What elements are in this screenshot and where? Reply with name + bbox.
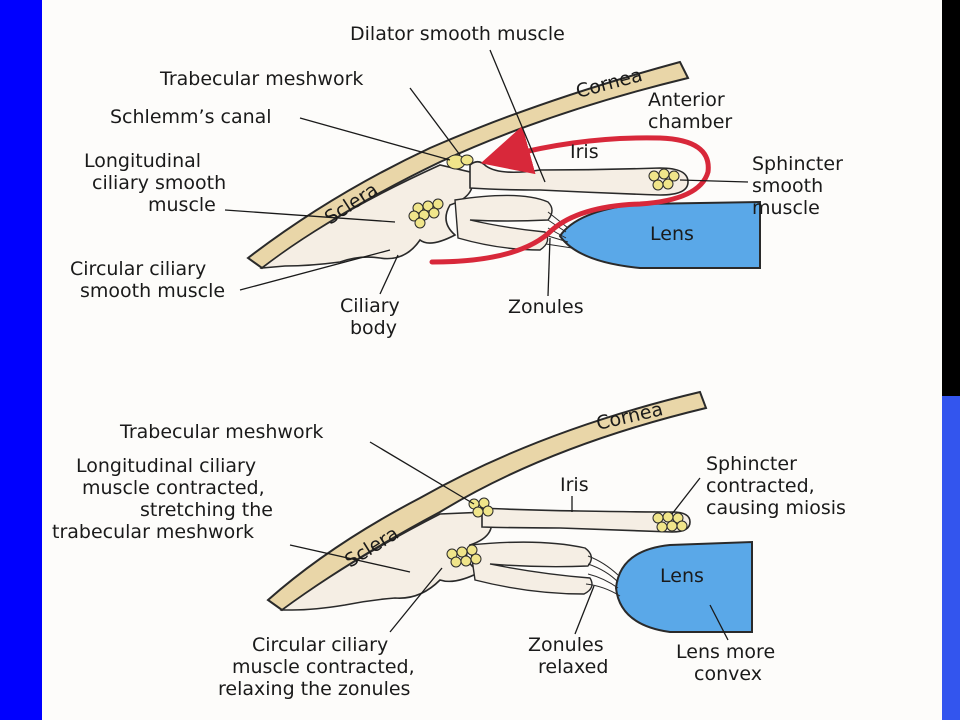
bottom-iris xyxy=(481,507,691,533)
right-black-border xyxy=(942,0,960,396)
top-sclera-cornea-band xyxy=(246,60,690,270)
label-sphincter-line1: Sphincter xyxy=(752,153,843,175)
label-ciliary-body-line1: Ciliary xyxy=(340,295,400,317)
label-longitudinal-contracted-line2: muscle contracted, xyxy=(82,477,265,499)
bottom-lens xyxy=(614,540,753,633)
bottom-ciliary-processes xyxy=(469,541,593,595)
bottom-sphincter-nodules xyxy=(652,511,688,533)
label-circular-ciliary-line2: smooth muscle xyxy=(80,280,225,302)
top-diagram: Sclera Cornea Lens Dilator smooth muscle… xyxy=(70,23,843,339)
label-sphincter-contracted-line3: causing miosis xyxy=(706,497,846,519)
bottom-zonules xyxy=(585,555,621,597)
label-sphincter-line3: muscle xyxy=(752,197,820,219)
bottom-lens-text: Lens xyxy=(660,565,704,587)
label-sphincter-line2: smooth xyxy=(752,175,823,197)
bottom-leader-lines xyxy=(289,441,729,641)
label-schlemms-canal: Schlemm’s canal xyxy=(110,106,272,128)
label-lens-more-convex-line2: convex xyxy=(694,663,762,685)
label-longitudinal-ciliary-line2: ciliary smooth xyxy=(92,172,226,194)
label-bottom-trabecular-meshwork: Trabecular meshwork xyxy=(119,421,323,443)
bottom-trabecular-nodules xyxy=(468,497,494,518)
label-circular-contracted-line2: muscle contracted, xyxy=(232,656,415,678)
aqueous-flow-arrow xyxy=(429,125,711,265)
top-circular-muscle-nodules xyxy=(408,198,444,229)
label-zonules: Zonules xyxy=(508,296,584,318)
label-longitudinal-contracted-line4: trabecular meshwork xyxy=(52,521,254,543)
right-blue-border xyxy=(942,396,960,720)
label-dilator-smooth-muscle: Dilator smooth muscle xyxy=(350,23,565,45)
top-ciliary-body xyxy=(259,164,474,270)
paper-background xyxy=(42,0,942,720)
top-sphincter-nodules xyxy=(648,168,680,191)
bottom-circular-muscle-nodules xyxy=(446,544,482,568)
label-bottom-iris: Iris xyxy=(560,474,589,496)
label-sphincter-contracted-line1: Sphincter xyxy=(706,453,797,475)
bottom-diagram: Sclera Cornea Lens Trabecular meshwork L… xyxy=(52,390,846,700)
label-sphincter-contracted-line2: contracted, xyxy=(706,475,815,497)
label-anterior-chamber-line2: chamber xyxy=(648,111,732,133)
label-circular-contracted-line3: relaxing the zonules xyxy=(218,678,410,700)
label-circular-contracted-line1: Circular ciliary xyxy=(252,634,388,656)
label-longitudinal-contracted-line1: Longitudinal ciliary xyxy=(76,455,256,477)
label-lens-more-convex-line1: Lens more xyxy=(676,641,775,663)
top-leader-lines xyxy=(224,49,749,297)
label-longitudinal-contracted-line3: stretching the xyxy=(140,499,273,521)
label-trabecular-meshwork: Trabecular meshwork xyxy=(159,68,363,90)
label-zonules-relaxed-line2: relaxed xyxy=(538,656,608,678)
left-blue-border xyxy=(0,0,42,720)
label-zonules-relaxed-line1: Zonules xyxy=(528,634,604,656)
label-ciliary-body-line2: body xyxy=(350,317,397,339)
label-longitudinal-ciliary-line1: Longitudinal xyxy=(84,150,201,172)
top-ciliary-processes xyxy=(454,194,553,251)
label-iris: Iris xyxy=(570,141,599,163)
top-trabecular-nodules xyxy=(446,154,474,170)
label-longitudinal-ciliary-line3: muscle xyxy=(148,194,216,216)
label-anterior-chamber-line1: Anterior xyxy=(648,89,725,111)
top-lens-text: Lens xyxy=(650,223,694,245)
label-circular-ciliary-line1: Circular ciliary xyxy=(70,258,206,280)
